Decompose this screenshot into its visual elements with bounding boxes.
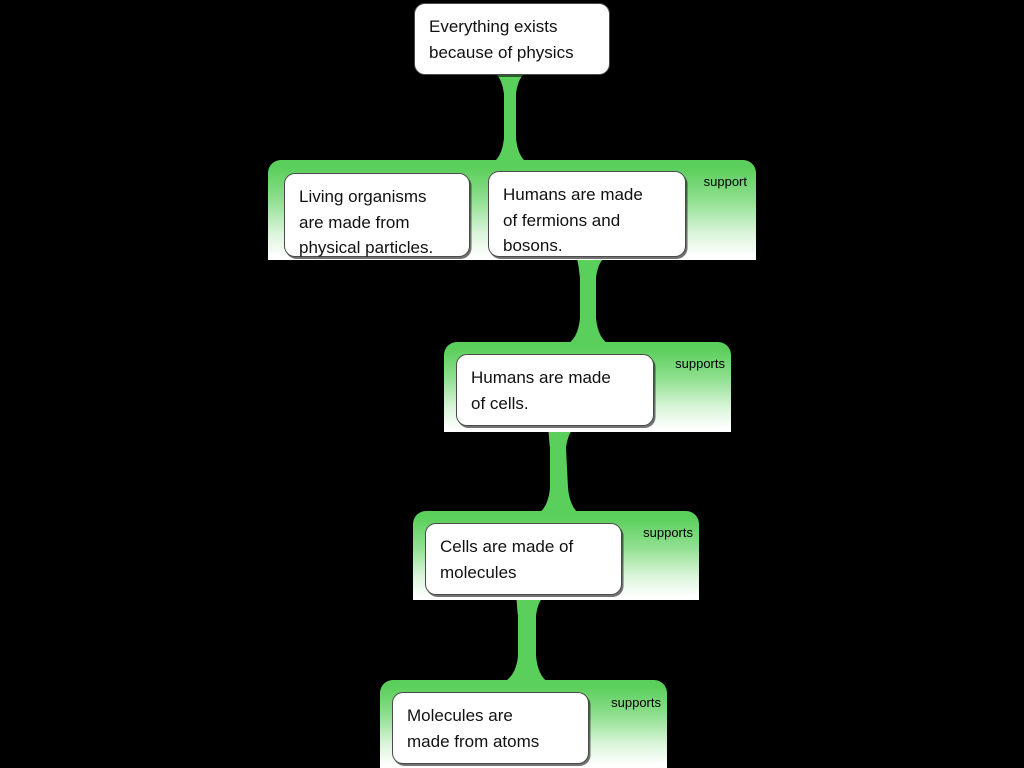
connector-level4-to-level5: [492, 594, 558, 686]
statement-node-humans-cells[interactable]: Humans are made of cells.: [456, 354, 654, 426]
statement-text: Molecules are made from atoms: [407, 706, 540, 751]
group-relation-label-level2: support: [703, 174, 747, 189]
statement-text: Everything exists because of physics: [429, 17, 574, 62]
statement-text: Humans are made of fermions and bosons.: [503, 185, 643, 255]
group-relation-label-level4: supports: [643, 525, 693, 540]
statement-text: Cells are made of molecules: [440, 537, 574, 582]
statement-node-living-organisms[interactable]: Living organisms are made from physical …: [284, 173, 470, 257]
statement-node-molecules-atoms[interactable]: Molecules are made from atoms: [392, 692, 589, 764]
connector-level2-to-level3: [556, 256, 620, 348]
statement-node-fermions-bosons[interactable]: Humans are made of fermions and bosons.: [488, 171, 686, 257]
statement-node-cells-molecules[interactable]: Cells are made of molecules: [425, 523, 622, 595]
statement-text: Living organisms are made from physical …: [299, 187, 434, 257]
group-relation-label-level5: supports: [611, 695, 661, 710]
connector-level3-to-level4: [524, 426, 590, 518]
connector-root-to-level2: [478, 72, 542, 168]
group-relation-label-level3: supports: [675, 356, 725, 371]
statement-node-root[interactable]: Everything exists because of physics: [414, 3, 610, 75]
statement-text: Humans are made of cells.: [471, 368, 611, 413]
